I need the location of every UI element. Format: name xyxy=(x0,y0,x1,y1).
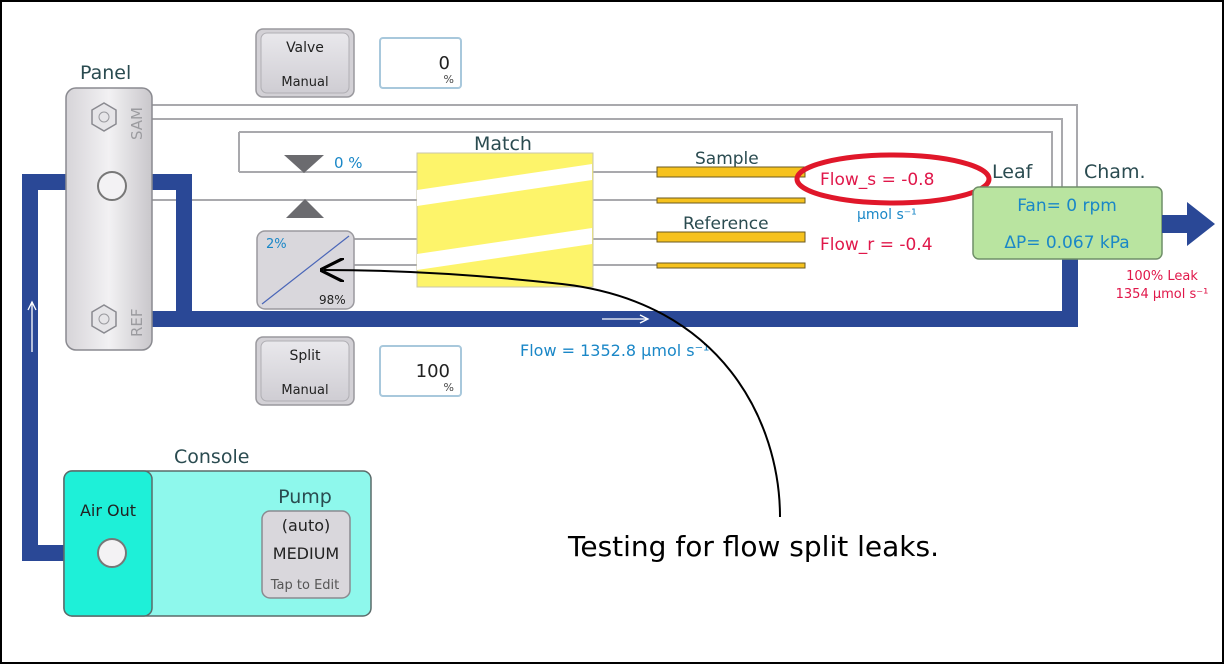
panel-title: Panel xyxy=(80,62,131,84)
chamber-leak-pct: 100% Leak xyxy=(1126,269,1198,284)
split-button[interactable]: Split Manual xyxy=(255,336,355,406)
pump-level: MEDIUM xyxy=(273,544,339,563)
valve-button-mode: Manual xyxy=(281,75,328,90)
return-direction-arrowhead xyxy=(27,300,37,311)
panel-port-icon xyxy=(97,171,127,201)
flow-direction-arrowhead xyxy=(639,314,650,324)
highlight-ellipse xyxy=(794,152,992,206)
valve-unit: % xyxy=(444,73,454,86)
ref-nut-icon xyxy=(91,304,117,334)
caption: Testing for flow split leaks. xyxy=(567,530,939,563)
leaf-chamber: Leaf Cham. Fan= 0 rpm ΔP= 0.067 kPa xyxy=(972,161,1163,260)
pump-title: Pump xyxy=(278,486,332,508)
valve-up-triangle-icon xyxy=(286,199,324,218)
reference-cell: Reference xyxy=(656,214,806,269)
sample-label: Sample xyxy=(695,149,759,169)
chamber-title: Cham. xyxy=(1084,161,1146,183)
split-value-box[interactable]: 100 % xyxy=(379,345,462,397)
valve-value-box[interactable]: 0 % xyxy=(379,37,462,89)
exhaust-arrow-icon xyxy=(1162,202,1215,246)
reference-label: Reference xyxy=(683,214,769,234)
pump-button[interactable]: (auto) MEDIUM Tap to Edit xyxy=(261,510,351,599)
sample-flow-unit: µmol s⁻¹ xyxy=(857,207,917,223)
sam-label: SAM xyxy=(128,107,146,140)
valve-value: 0 xyxy=(439,53,450,74)
match-block: Match xyxy=(416,133,594,288)
air-out-port-icon xyxy=(97,538,127,568)
gray-tubing xyxy=(152,104,1078,266)
match-title: Match xyxy=(474,133,532,155)
split-bottom-pct: 98% xyxy=(319,293,346,307)
reference-flow: Flow_r = -0.4 xyxy=(820,235,933,255)
valve-button-title: Valve xyxy=(286,40,324,56)
ref-label: REF xyxy=(128,308,146,337)
pump-mode: (auto) xyxy=(282,516,331,535)
leaf-fan: Fan= 0 rpm xyxy=(1017,196,1117,216)
split-value: 100 xyxy=(416,361,450,382)
split-button-title: Split xyxy=(289,348,321,364)
sample-cell: Sample xyxy=(656,149,806,204)
leaf-title: Leaf xyxy=(992,161,1034,183)
chamber-leak-flow: 1354 µmol s⁻¹ xyxy=(1116,287,1209,302)
console-title: Console xyxy=(174,446,249,468)
leaf-dp: ΔP= 0.067 kPa xyxy=(1004,233,1129,253)
annotation-arrow xyxy=(324,270,781,518)
split-top-pct: 2% xyxy=(266,237,287,252)
valve-flow-pct: 0 % xyxy=(334,154,363,172)
pump-edit-hint: Tap to Edit xyxy=(270,578,340,593)
valve-button[interactable]: Valve Manual xyxy=(255,28,355,98)
sample-flow: Flow_s = -0.8 xyxy=(820,170,934,190)
main-flow-label: Flow = 1352.8 µmol s⁻¹ xyxy=(520,341,709,360)
valve-down-triangle-icon xyxy=(284,155,324,173)
split-unit: % xyxy=(444,381,454,394)
sam-nut-icon xyxy=(91,102,117,132)
panel-block: Panel SAM REF xyxy=(65,62,153,351)
split-button-mode: Manual xyxy=(281,383,328,398)
air-out-label: Air Out xyxy=(80,501,136,520)
